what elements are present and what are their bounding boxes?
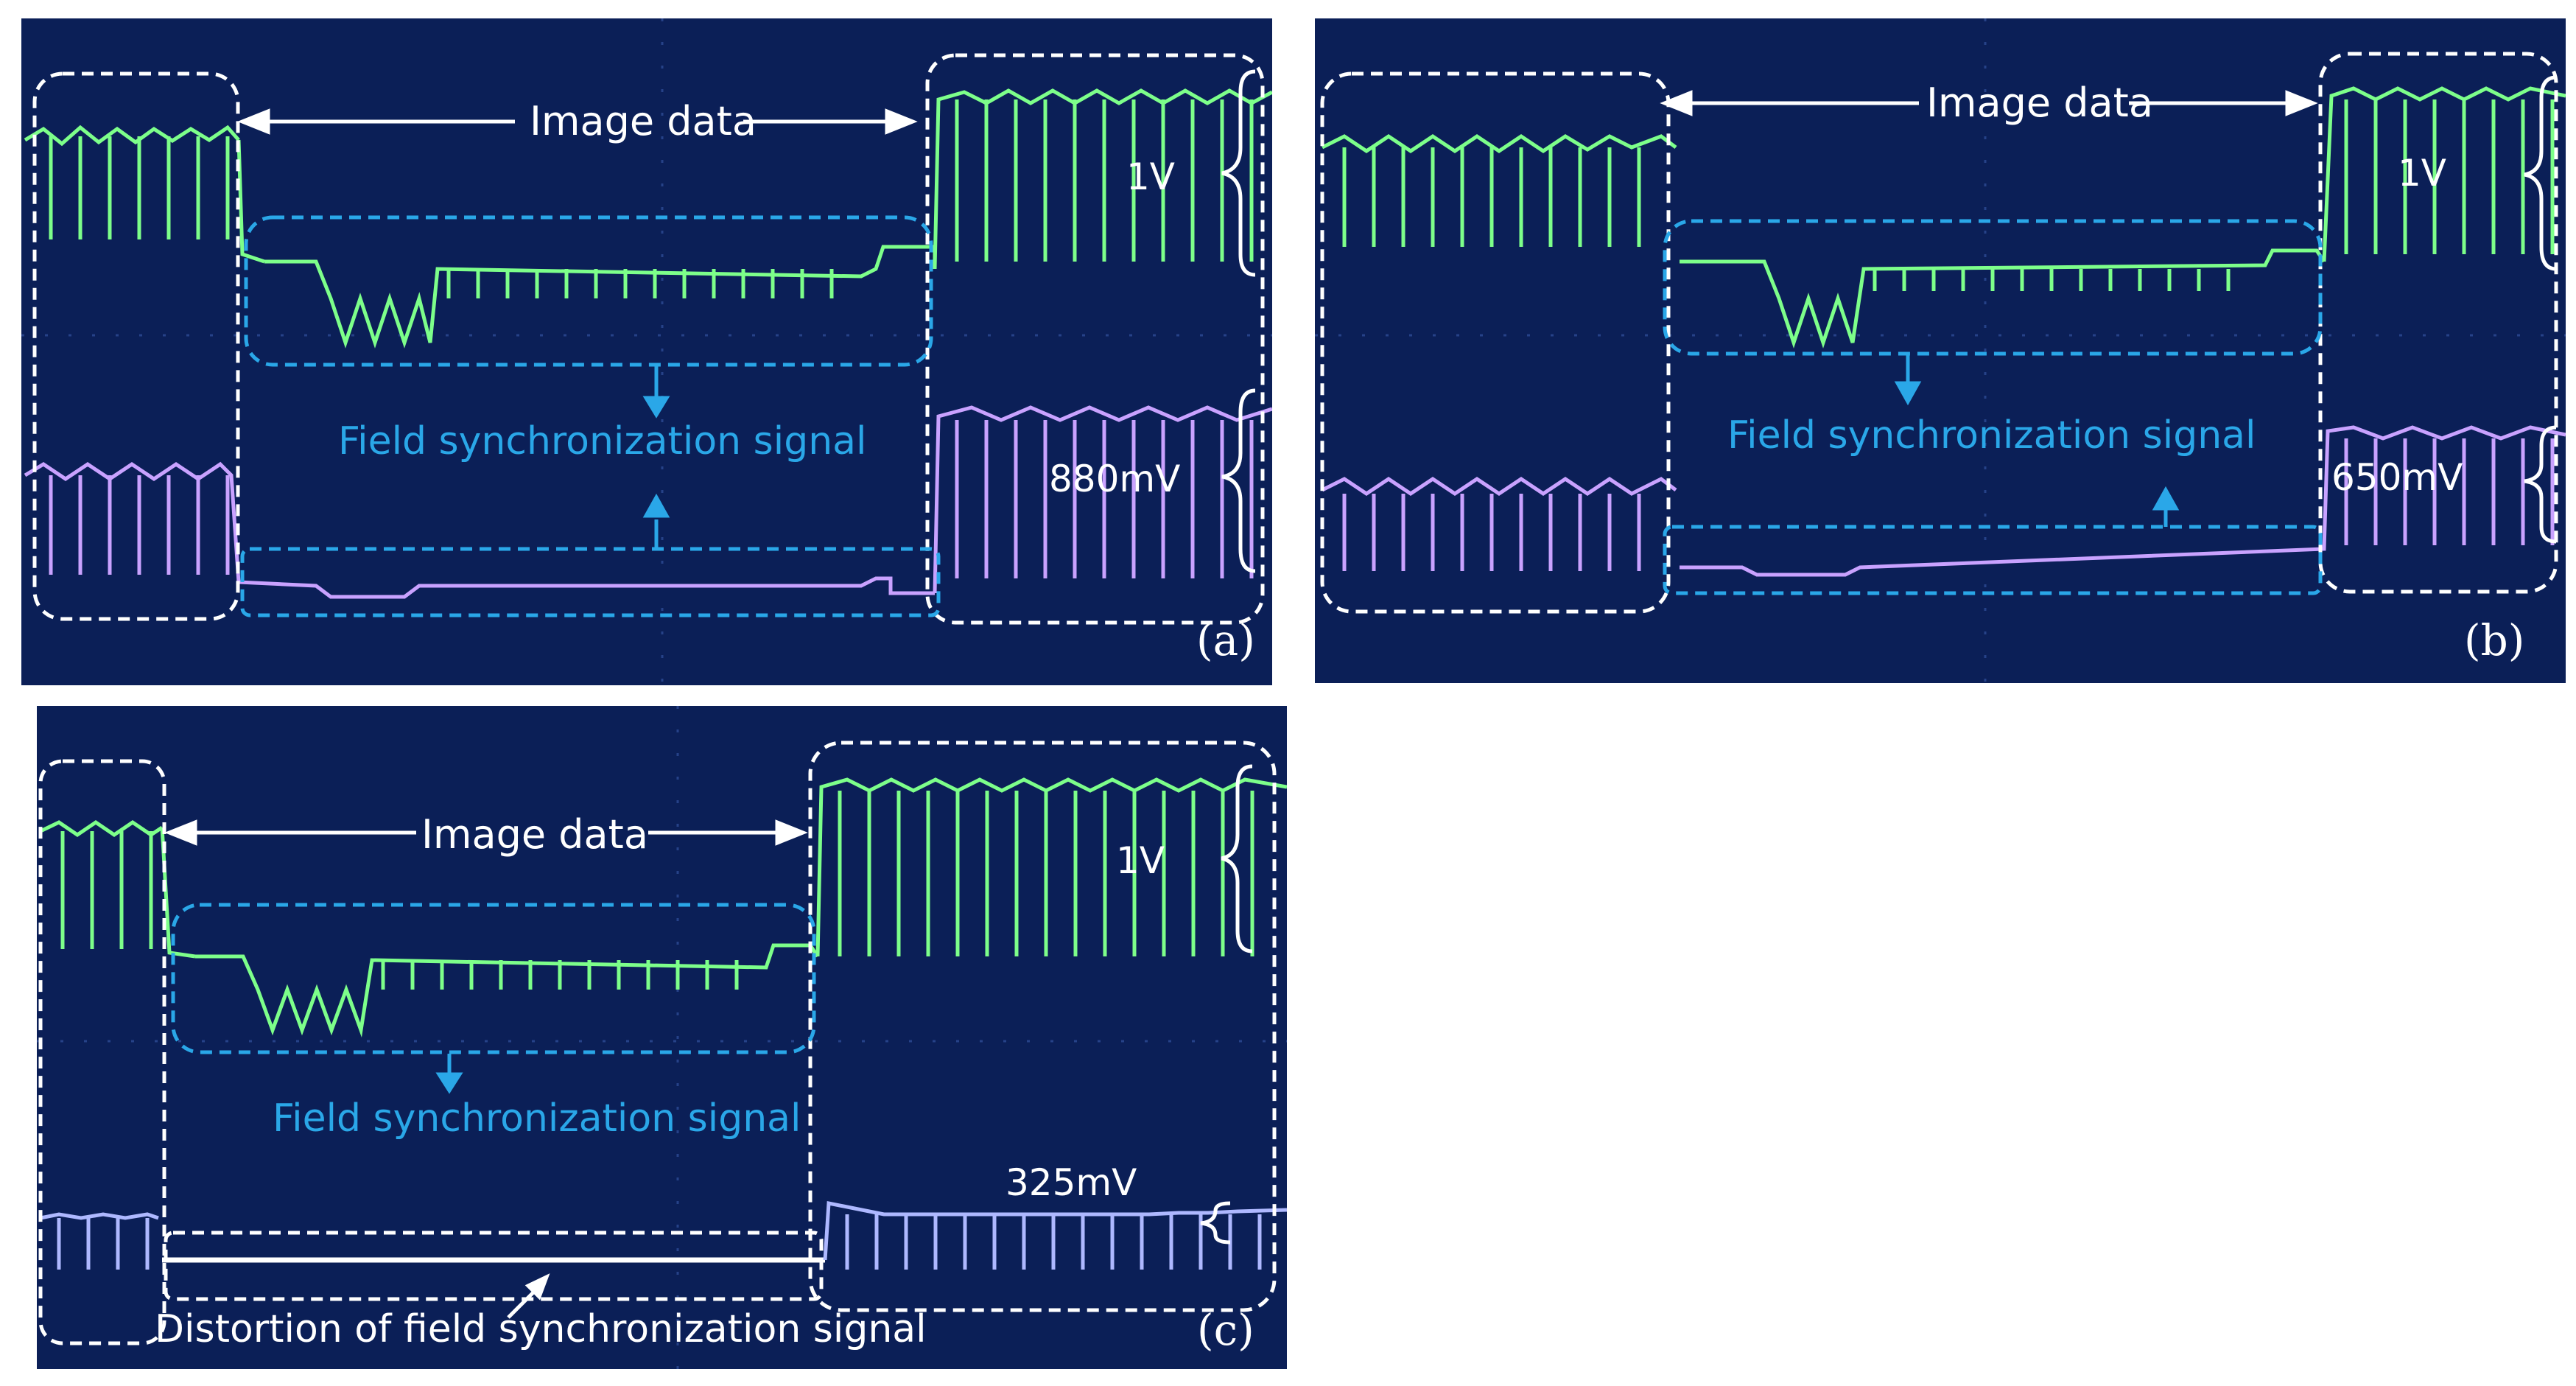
dashed-box-left bbox=[1320, 71, 1671, 614]
image-data-label: Image data bbox=[530, 98, 757, 144]
sync-arrows bbox=[642, 366, 670, 549]
dashed-box-right bbox=[2318, 52, 2558, 594]
dashed-box-right bbox=[925, 53, 1265, 625]
ch1-amplitude-label: 1V bbox=[2398, 152, 2447, 195]
dashed-box-sync-ch2 bbox=[1663, 525, 2323, 595]
image-data-arrow bbox=[164, 819, 808, 846]
image-data-label: Image data bbox=[421, 811, 648, 858]
field-sync-label: Field synchronization signal bbox=[338, 419, 867, 463]
ch1-trace-right bbox=[933, 88, 1272, 270]
oscilloscope-panel-b: Image data Field synchronization signal … bbox=[1315, 18, 2566, 683]
ch1-amplitude-label: 1V bbox=[1126, 155, 1176, 198]
dashed-box-sync-ch2 bbox=[240, 547, 941, 617]
image-data-label: Image data bbox=[1926, 80, 2153, 126]
dashed-box-distortion bbox=[164, 1231, 824, 1301]
ch1-trace-sync bbox=[1680, 248, 2326, 349]
ch1-trace-right bbox=[815, 777, 1287, 957]
scope-traces-c bbox=[37, 706, 1287, 1369]
scope-traces-a bbox=[21, 18, 1272, 685]
scope-traces-b bbox=[1315, 18, 2566, 683]
field-sync-label: Field synchronization signal bbox=[273, 1096, 801, 1141]
image-data-arrow bbox=[237, 108, 918, 135]
dashed-box-sync-ch1 bbox=[244, 215, 933, 367]
ch2-trace bbox=[1321, 425, 2566, 577]
ch1-amplitude-label: 1V bbox=[1116, 839, 1165, 882]
dashed-box-right bbox=[808, 741, 1277, 1312]
brace-ch2-a bbox=[1221, 388, 1256, 573]
distortion-arrow bbox=[507, 1273, 550, 1319]
dashed-box-left bbox=[38, 759, 166, 1345]
brace-ch1-b bbox=[2524, 75, 2557, 271]
ch1-trace-sync bbox=[264, 245, 937, 349]
dashed-box-left bbox=[32, 71, 240, 621]
dashed-box-distortion-label bbox=[158, 1301, 821, 1305]
sync-arrow-down bbox=[435, 1054, 463, 1094]
ch1-trace-right bbox=[2322, 86, 2566, 262]
ch1-trace-left bbox=[24, 125, 265, 264]
ch2-trace-right bbox=[823, 1200, 1287, 1270]
ch2-trace bbox=[24, 405, 1272, 599]
ch2-trace bbox=[40, 1212, 159, 1270]
sync-arrows bbox=[1894, 354, 2180, 527]
ch2-amplitude-label: 325mV bbox=[1006, 1161, 1137, 1204]
brace-ch1-c bbox=[1221, 764, 1253, 953]
ch1-trace-left bbox=[1321, 133, 1677, 247]
brace-ch2-b bbox=[2524, 425, 2557, 544]
panel-tag: (b) bbox=[2464, 615, 2525, 665]
field-sync-label: Field synchronization signal bbox=[1727, 413, 2256, 458]
dashed-box-sync-ch1 bbox=[171, 903, 816, 1054]
brace-ch1-a bbox=[1221, 69, 1256, 277]
ch1-trace-sync bbox=[195, 943, 820, 1037]
ch2-amplitude-label: 880mV bbox=[1049, 458, 1181, 500]
image-data-arrow bbox=[1660, 90, 2318, 116]
panel-tag: (c) bbox=[1197, 1305, 1254, 1355]
oscilloscope-panel-c: Image data Field synchronization signal … bbox=[37, 706, 1287, 1369]
oscilloscope-panel-a: Image data Field synchronization signal … bbox=[21, 18, 1272, 685]
distortion-label: Distortion of field synchronization sign… bbox=[155, 1307, 927, 1351]
ch2-amplitude-label: 650mV bbox=[2331, 456, 2463, 499]
panel-tag: (a) bbox=[1196, 615, 1255, 665]
brace-ch2-c bbox=[1200, 1201, 1231, 1245]
